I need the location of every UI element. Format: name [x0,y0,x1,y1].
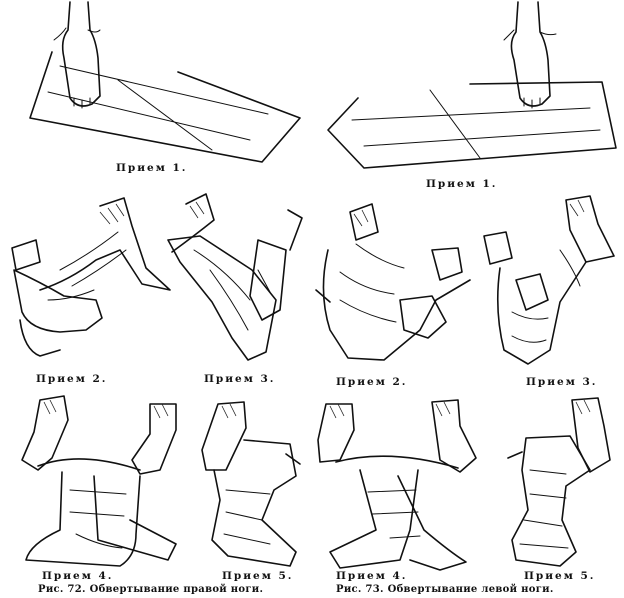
left-step1-drawing [29,1,301,163]
left-step4-label: Прием 4. [42,570,114,582]
right-step1-label: Прием 1. [426,178,498,190]
left-figure-caption: Рис. 72. Обвертывание правой ноги. [38,584,264,595]
right-step4-label: Прием 4. [336,570,408,582]
left-step5-drawing [201,401,301,567]
right-step5-label: Прием 5. [524,570,596,582]
left-step2-label: Прием 2. [36,373,108,385]
right-step2-drawing [315,203,471,361]
right-step3-label: Прием 3. [526,376,598,388]
right-step2-label: Прием 2. [336,376,408,388]
left-step4-drawing [21,395,177,567]
left-step1-label: Прием 1. [116,162,188,174]
right-figure-caption: Рис. 73. Обвертывание левой ноги. [336,584,554,595]
right-step3-drawing [483,195,615,365]
left-step3-drawing [167,193,303,361]
right-step1-drawing [327,1,617,169]
right-step5-drawing [507,397,611,567]
left-step5-label: Прием 5. [222,570,294,582]
right-step4-drawing [317,399,477,571]
left-step3-label: Прием 3. [204,373,276,385]
left-step2-drawing [11,197,171,357]
